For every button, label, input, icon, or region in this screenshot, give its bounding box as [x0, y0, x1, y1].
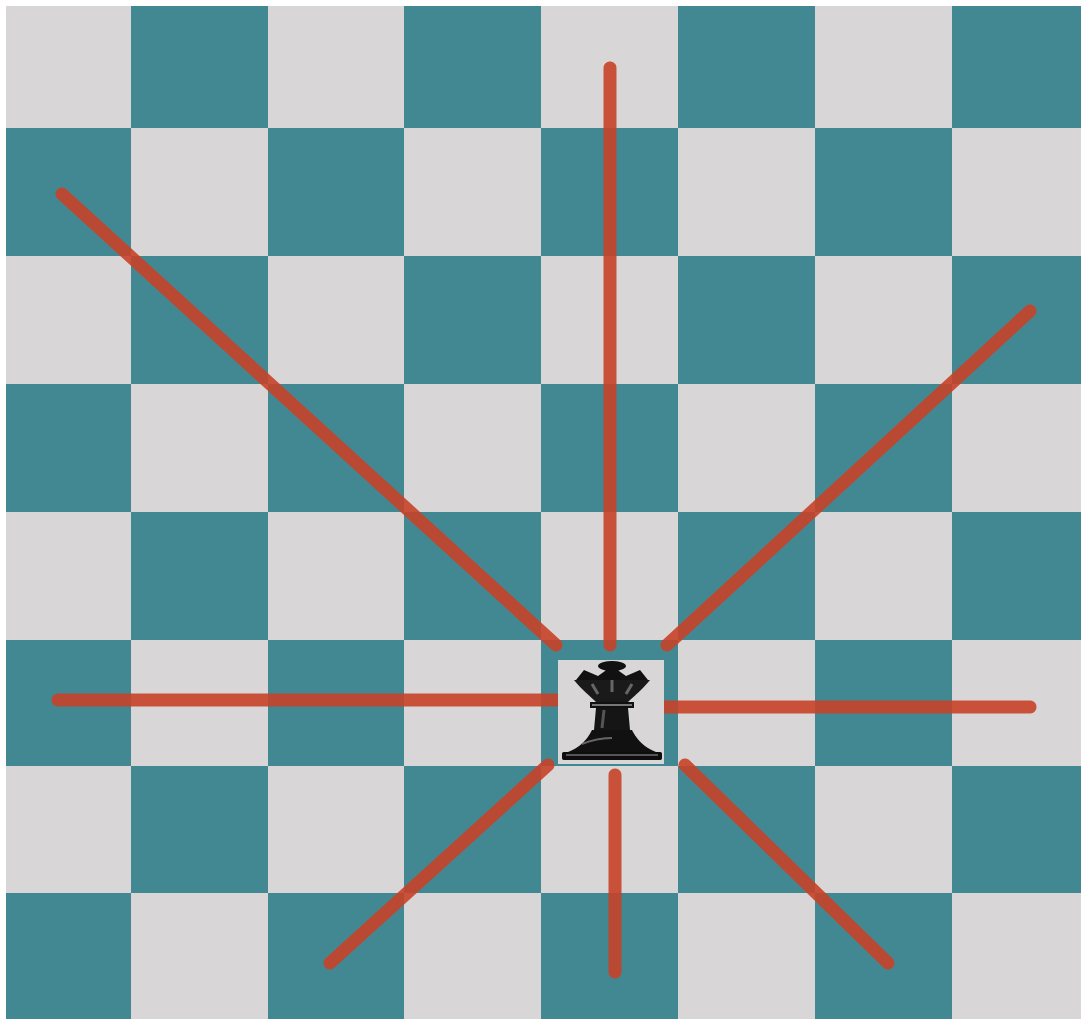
- square-c2[interactable]: [268, 766, 404, 893]
- square-b1[interactable]: [131, 893, 268, 1019]
- square-a5[interactable]: [6, 384, 131, 512]
- square-a4[interactable]: [6, 512, 131, 640]
- square-c4[interactable]: [268, 512, 404, 640]
- board-squares: [6, 6, 1081, 1019]
- square-h8[interactable]: [952, 6, 1081, 128]
- square-d8[interactable]: [404, 6, 541, 128]
- square-g7[interactable]: [815, 128, 952, 256]
- square-c7[interactable]: [268, 128, 404, 256]
- square-h4[interactable]: [952, 512, 1081, 640]
- square-g2[interactable]: [815, 766, 952, 893]
- square-h1[interactable]: [952, 893, 1081, 1019]
- square-f6[interactable]: [678, 256, 815, 384]
- square-g4[interactable]: [815, 512, 952, 640]
- square-g6[interactable]: [815, 256, 952, 384]
- square-b8[interactable]: [131, 6, 268, 128]
- square-b2[interactable]: [131, 766, 268, 893]
- square-b4[interactable]: [131, 512, 268, 640]
- square-h7[interactable]: [952, 128, 1081, 256]
- square-d5[interactable]: [404, 384, 541, 512]
- square-f5[interactable]: [678, 384, 815, 512]
- square-h2[interactable]: [952, 766, 1081, 893]
- square-a8[interactable]: [6, 6, 131, 128]
- square-c6[interactable]: [268, 256, 404, 384]
- square-f1[interactable]: [678, 893, 815, 1019]
- square-b7[interactable]: [131, 128, 268, 256]
- square-f8[interactable]: [678, 6, 815, 128]
- square-g8[interactable]: [815, 6, 952, 128]
- square-f7[interactable]: [678, 128, 815, 256]
- square-a6[interactable]: [6, 256, 131, 384]
- square-d1[interactable]: [404, 893, 541, 1019]
- square-h5[interactable]: [952, 384, 1081, 512]
- square-a2[interactable]: [6, 766, 131, 893]
- square-a1[interactable]: [6, 893, 131, 1019]
- square-b5[interactable]: [131, 384, 268, 512]
- square-d6[interactable]: [404, 256, 541, 384]
- square-c8[interactable]: [268, 6, 404, 128]
- square-d7[interactable]: [404, 128, 541, 256]
